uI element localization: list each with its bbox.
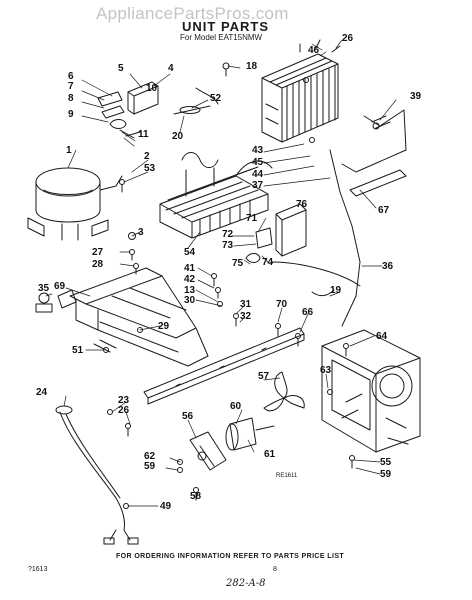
callout-59: 59: [144, 461, 156, 472]
callout-56: 56: [182, 411, 194, 422]
compressor: [27, 167, 123, 241]
callout-43: 43: [252, 145, 264, 156]
callout-53: 53: [144, 163, 156, 174]
callout-7: 7: [68, 81, 74, 92]
evaporator: [159, 152, 273, 239]
callout-4: 4: [168, 63, 174, 74]
filter-drier: [173, 87, 219, 115]
callout-5: 5: [118, 63, 124, 74]
watermark: AppliancePartsPros.com: [96, 4, 289, 23]
callout-27: 27: [92, 247, 104, 258]
callout-57: 57: [258, 371, 270, 382]
callout-75: 75: [232, 258, 244, 269]
callout-leaders: [45, 39, 397, 507]
callout-61: 61: [264, 449, 276, 460]
callout-6: 6: [68, 71, 74, 82]
ordering-note: FOR ORDERING INFORMATION REFER TO PARTS …: [116, 553, 345, 560]
callout-70: 70: [276, 299, 288, 310]
callout-69: 69: [54, 281, 66, 292]
callout-13: 13: [184, 285, 196, 296]
callout-19: 19: [330, 285, 342, 296]
power-cord: [55, 405, 139, 545]
callout-37: 37: [252, 180, 264, 191]
callout-55: 55: [380, 457, 392, 468]
callout-73: 73: [222, 240, 234, 251]
start-relay: [97, 81, 159, 139]
callout-41: 41: [184, 263, 196, 274]
handwritten-note: 282-A-8: [226, 578, 266, 589]
callout-11: 11: [138, 129, 149, 140]
callout-42: 42: [184, 274, 196, 285]
evaporator-fan-assembly: [245, 203, 307, 263]
callout-35: 35: [38, 283, 50, 294]
document-reference: ?1613: [28, 566, 48, 573]
callout-3: 3: [138, 227, 144, 238]
callout-30: 30: [184, 295, 196, 306]
condenser-fan-motor: [225, 371, 305, 451]
support-rail: [143, 327, 305, 405]
callout-10: 10: [146, 83, 158, 94]
callout-72: 72: [222, 229, 234, 240]
callout-45: 45: [252, 157, 264, 168]
callout-26: 26: [342, 33, 354, 44]
fasteners: [35, 62, 380, 509]
callout-58: 58: [190, 491, 202, 502]
callout-9: 9: [68, 109, 74, 120]
fan-shroud: [321, 329, 421, 453]
callout-66: 66: [302, 307, 314, 318]
figure-code: RE1611: [276, 473, 298, 479]
callout-29: 29: [158, 321, 170, 332]
callout-52: 52: [210, 93, 222, 104]
callout-2: 2: [144, 151, 150, 162]
callout-39: 39: [410, 91, 422, 102]
callout-1: 1: [66, 145, 72, 156]
callout-59-b: 59: [380, 469, 392, 480]
callout-46: 46: [308, 45, 320, 56]
callout-44: 44: [252, 169, 264, 180]
callout-20: 20: [172, 131, 184, 142]
callout-26-b: 26: [118, 405, 130, 416]
page-title: UNIT PARTS: [182, 19, 270, 34]
unit-base-frame: [57, 267, 209, 367]
condenser-coil: [261, 39, 341, 143]
callout-24: 24: [36, 387, 48, 398]
callout-51: 51: [72, 345, 84, 356]
callout-54: 54: [184, 247, 196, 258]
callout-62: 62: [144, 451, 156, 462]
callout-74: 74: [262, 257, 274, 268]
callout-49: 49: [160, 501, 172, 512]
callout-64: 64: [376, 331, 388, 342]
callout-71: 71: [246, 213, 258, 224]
callout-67: 67: [378, 205, 390, 216]
callout-76: 76: [296, 199, 308, 210]
callout-32: 32: [240, 311, 252, 322]
callout-36: 36: [382, 261, 394, 272]
callout-23: 23: [118, 395, 130, 406]
page-number: 8: [273, 566, 277, 573]
callout-31: 31: [240, 299, 252, 310]
callout-28: 28: [92, 259, 104, 270]
callout-18: 18: [246, 61, 258, 72]
refrigerant-tubing: [271, 109, 407, 327]
callout-63: 63: [320, 365, 332, 376]
callout-60: 60: [230, 401, 242, 412]
fan-bracket: [189, 431, 227, 471]
callout-8: 8: [68, 93, 74, 104]
model-subtitle: For Model EAT15NMW: [180, 33, 263, 42]
